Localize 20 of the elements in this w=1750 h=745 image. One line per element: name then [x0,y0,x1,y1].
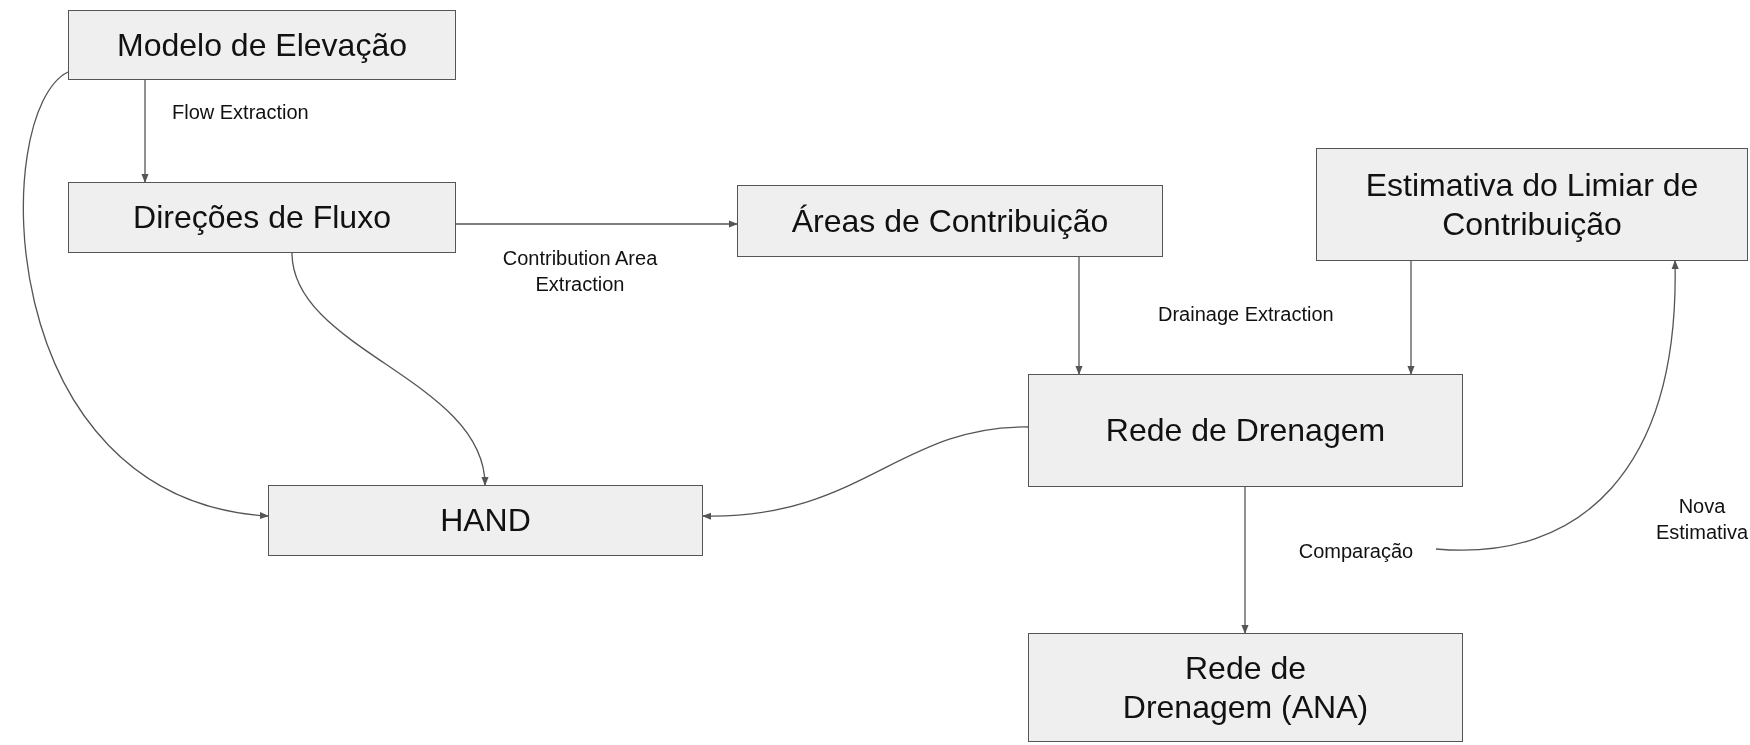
arrow [1075,256,1083,375]
edge-label: Contribution Area Extraction [501,246,659,297]
process-box: Rede de Drenagem (ANA) [1028,633,1463,742]
arrow [1407,260,1415,375]
arrow [1435,260,1679,551]
arrow [455,220,738,228]
process-box: Áreas de Contribuição [737,185,1163,257]
process-box: HAND [268,485,703,556]
arrow [22,71,269,519]
edge-label: Nova Estimativa [1654,494,1750,545]
edge-label: Flow Extraction [171,100,310,125]
edge-label: Drainage Extraction [1157,302,1335,327]
process-box: Estimativa do Limiar de Contribuição [1316,148,1748,261]
arrow [1241,486,1249,634]
arrow [141,79,149,183]
process-box: Direções de Fluxo [68,182,456,253]
process-box: Modelo de Elevação [68,10,456,80]
process-box: Rede de Drenagem [1028,374,1463,487]
arrow [291,252,488,486]
arrow [702,426,1029,520]
